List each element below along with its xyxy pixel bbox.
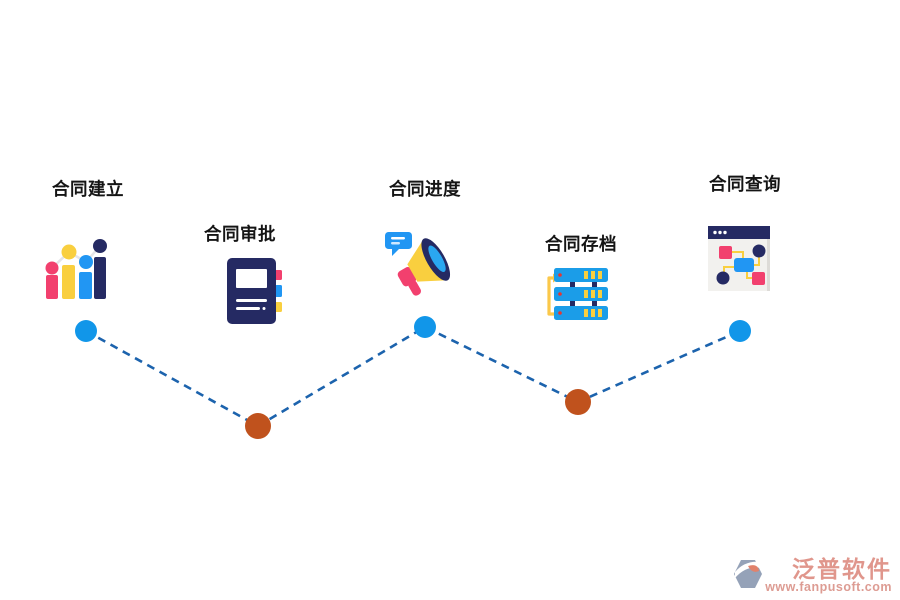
step-node-dot	[245, 413, 271, 439]
step-label-contract-query: 合同查询	[709, 174, 781, 194]
fanpu-logo-icon	[733, 559, 763, 594]
notebook-icon	[227, 258, 283, 324]
megaphone-icon	[383, 226, 453, 296]
bar-chart-icon	[44, 237, 107, 299]
watermark: 泛普软件 www.fanpusoft.com	[733, 557, 892, 594]
step-node-dot	[565, 389, 591, 415]
step-label-contract-archive: 合同存档	[545, 234, 617, 254]
step-node-dot	[414, 316, 436, 338]
step-label-contract-create: 合同建立	[52, 179, 124, 199]
step-label-contract-progress: 合同进度	[389, 179, 461, 199]
dashed-connector-line	[85, 325, 741, 428]
flowchart-window-icon	[708, 226, 772, 292]
watermark-brand: 泛普软件	[792, 555, 892, 582]
step-label-contract-approve: 合同审批	[204, 224, 276, 244]
server-stack-icon	[540, 268, 608, 322]
step-node-dot	[729, 320, 751, 342]
step-node-dot	[75, 320, 97, 342]
watermark-url: www.fanpusoft.com	[765, 579, 892, 594]
